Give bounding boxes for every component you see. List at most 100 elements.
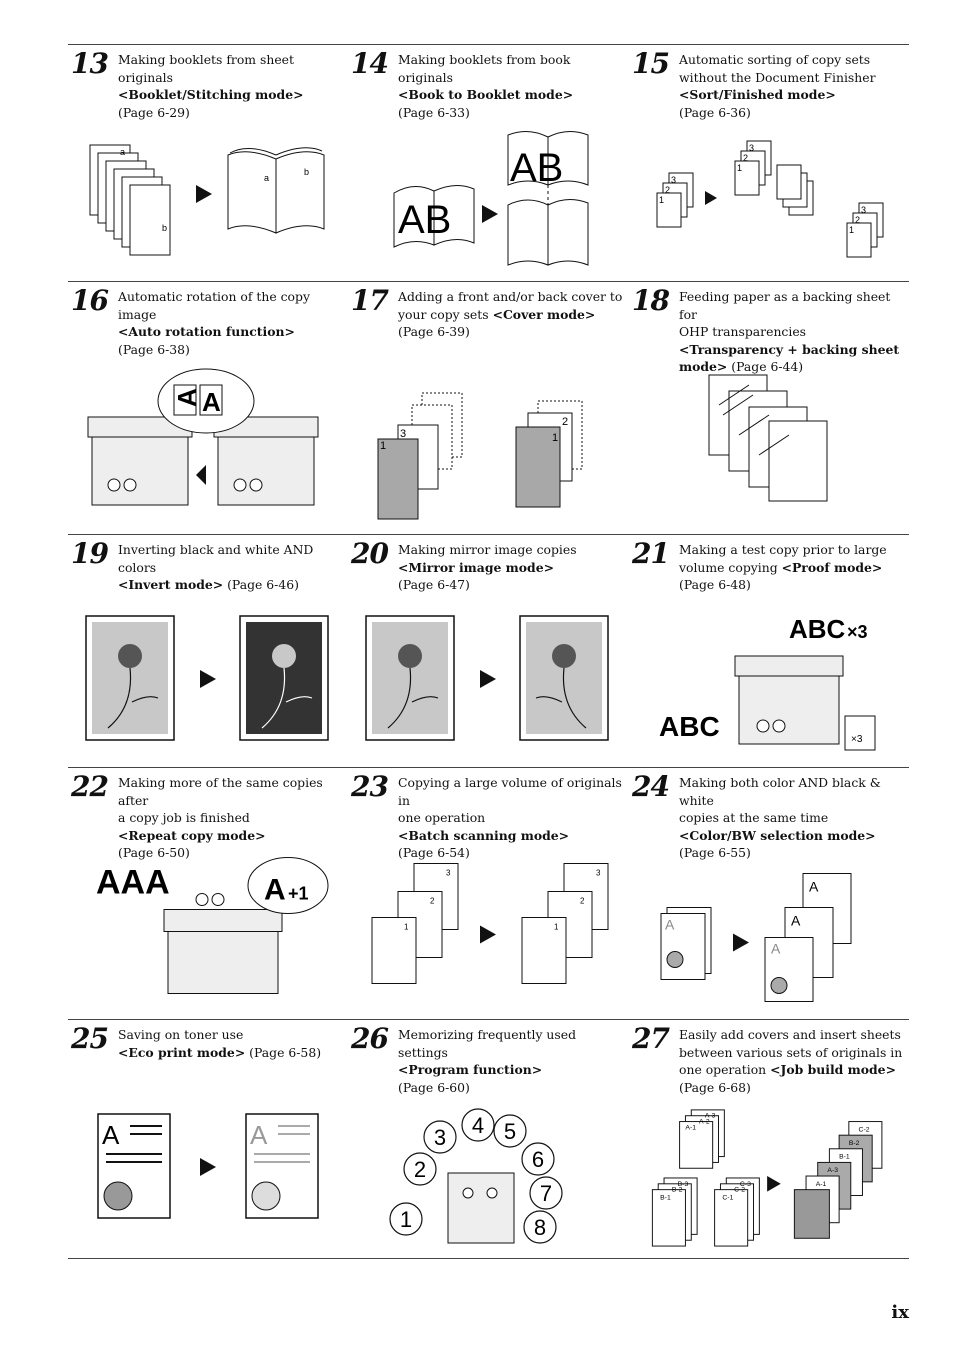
svg-text:×3: ×3 <box>847 622 868 642</box>
svg-text:1: 1 <box>659 195 664 205</box>
sort-illustration: 3 2 1 3 2 1 3 2 1 <box>639 125 905 271</box>
svg-text:A-2: A-2 <box>699 1119 710 1126</box>
svg-text:B-3: B-3 <box>678 1181 689 1188</box>
svg-text:A: A <box>250 1120 268 1150</box>
svg-text:6: 6 <box>532 1147 544 1172</box>
feature-number: 20 <box>351 537 389 570</box>
feature-17: 17 Adding a front and/or back cover to y… <box>348 282 628 534</box>
svg-text:ABC: ABC <box>659 711 720 742</box>
batch-svg: 3 2 1 3 2 1 <box>371 863 609 984</box>
book-to-booklet-illustration: AB AB <box>358 125 624 271</box>
sort-svg: 3 2 1 3 2 1 3 2 1 <box>656 140 884 258</box>
svg-text:2: 2 <box>580 897 585 906</box>
proof-svg: ABC ×3 ABC ×3 <box>659 614 876 751</box>
feature-number: 15 <box>632 47 670 80</box>
eco-print-illustration: A A <box>78 1100 344 1248</box>
svg-text:3: 3 <box>596 869 601 878</box>
svg-text:×3: ×3 <box>851 734 863 745</box>
feature-description: Automatic rotation of the copy image <Au… <box>118 289 310 357</box>
svg-text:1: 1 <box>554 923 559 932</box>
cover-svg: 3 1 2 1 <box>377 392 583 520</box>
feature-description: Saving on toner use <Eco print mode> (Pa… <box>118 1027 322 1060</box>
feature-23: 23 Copying a large volume of originals i… <box>348 768 628 1019</box>
feature-27: 27 Easily add covers and insert sheets b… <box>629 1020 909 1258</box>
feature-description: Feeding paper as a backing sheet for OHP… <box>679 289 900 374</box>
svg-text:a: a <box>120 147 125 157</box>
rotation-svg: A A <box>87 368 319 506</box>
feature-number: 16 <box>71 284 109 317</box>
invert-svg <box>85 615 329 741</box>
job-build-illustration: A-3 A-2 A-1 B-3 B-2 B-1 C-3 C-2 C-1 <box>639 1106 905 1248</box>
feature-number: 26 <box>351 1022 389 1055</box>
batch-scanning-illustration: 3 2 1 3 2 1 <box>358 848 624 1009</box>
jobbuild-svg: A-3 A-2 A-1 B-3 B-2 B-1 C-3 C-2 C-1 <box>651 1109 883 1247</box>
feature-description: Copying a large volume of originals in o… <box>398 775 622 860</box>
svg-text:2: 2 <box>430 897 435 906</box>
feature-description: Adding a front and/or back cover to your… <box>398 289 623 339</box>
feature-description: Making both color AND black & white copi… <box>679 775 881 860</box>
feature-description: Making booklets from book originals <Boo… <box>398 52 574 120</box>
svg-text:AB: AB <box>510 146 563 190</box>
svg-text:1: 1 <box>849 225 854 235</box>
page-number: ix <box>891 1302 909 1323</box>
svg-text:A: A <box>809 879 819 895</box>
svg-text:1: 1 <box>552 432 558 444</box>
feature-14: 14 Making booklets from book originals <… <box>348 45 628 281</box>
svg-text:2: 2 <box>562 416 568 428</box>
feature-21: 21 Making a test copy prior to large vol… <box>629 535 909 767</box>
feature-22: 22 Making more of the same copies after … <box>68 768 348 1019</box>
svg-text:2: 2 <box>414 1157 426 1182</box>
svg-text:1: 1 <box>380 440 386 452</box>
feature-description: Making booklets from sheet originals <Bo… <box>118 52 304 120</box>
feature-number: 23 <box>351 770 389 803</box>
svg-text:B-1: B-1 <box>839 1154 850 1161</box>
feature-number: 17 <box>351 284 389 317</box>
svg-text:b: b <box>162 223 167 233</box>
feature-19: 19 Inverting black and white AND colors … <box>68 535 348 767</box>
transparency-illustration <box>639 362 905 524</box>
transparency-svg <box>708 374 828 502</box>
feature-row-5: 25 Saving on toner use <Eco print mode> … <box>68 1019 909 1259</box>
svg-text:A: A <box>102 1120 120 1150</box>
feature-number: 19 <box>71 537 109 570</box>
feature-description: Automatic sorting of copy sets without t… <box>679 52 876 120</box>
feature-20: 20 Making mirror image copies <Mirror im… <box>348 535 628 767</box>
svg-text:A-3: A-3 <box>705 1113 716 1120</box>
feature-description: Easily add covers and insert sheets betw… <box>679 1027 903 1095</box>
svg-text:A-1: A-1 <box>816 1181 827 1188</box>
repeat-illustration: AAA A +1 <box>78 840 344 1009</box>
feature-13: 13 Making booklets from sheet originals … <box>68 45 348 281</box>
svg-text:+1: +1 <box>288 884 309 904</box>
booklet-svg: a b a b <box>89 144 325 256</box>
svg-text:3: 3 <box>671 175 676 185</box>
auto-rotation-illustration: A A <box>78 362 344 524</box>
feature-number: 24 <box>632 770 670 803</box>
svg-text:1: 1 <box>400 1207 412 1232</box>
svg-text:3: 3 <box>861 205 866 215</box>
mirror-illustration <box>358 615 624 757</box>
svg-text:C-1: C-1 <box>722 1194 733 1201</box>
svg-text:B-1: B-1 <box>660 1194 671 1201</box>
feature-description: Making more of the same copies after a c… <box>118 775 323 860</box>
color-bw-illustration: A A A A <box>639 848 905 1009</box>
svg-text:3: 3 <box>749 143 754 153</box>
feature-number: 25 <box>71 1022 109 1055</box>
feature-15: 15 Automatic sorting of copy sets withou… <box>629 45 909 281</box>
svg-text:C-2: C-2 <box>734 1187 745 1194</box>
svg-text:A-3: A-3 <box>827 1167 838 1174</box>
invert-illustration <box>78 615 344 757</box>
program-illustration: 1 2 3 4 5 6 7 8 <box>358 1100 624 1248</box>
feature-number: 18 <box>632 284 670 317</box>
svg-text:1: 1 <box>404 923 409 932</box>
feature-description: Memorizing frequently used settings <Pro… <box>398 1027 577 1095</box>
feature-number: 14 <box>351 47 389 80</box>
svg-text:3: 3 <box>434 1125 446 1150</box>
feature-row-4: 2 2 Making more of the same copies after … <box>68 767 909 1019</box>
svg-text:7: 7 <box>540 1181 552 1206</box>
feature-24: 24 Making both color AND black & white c… <box>629 768 909 1019</box>
svg-text:A: A <box>264 874 286 907</box>
feature-26: 26 Memorizing frequently used settings <… <box>348 1020 628 1258</box>
svg-text:8: 8 <box>534 1215 546 1240</box>
feature-number: 21 <box>632 537 670 570</box>
svg-text:C-3: C-3 <box>740 1181 751 1188</box>
